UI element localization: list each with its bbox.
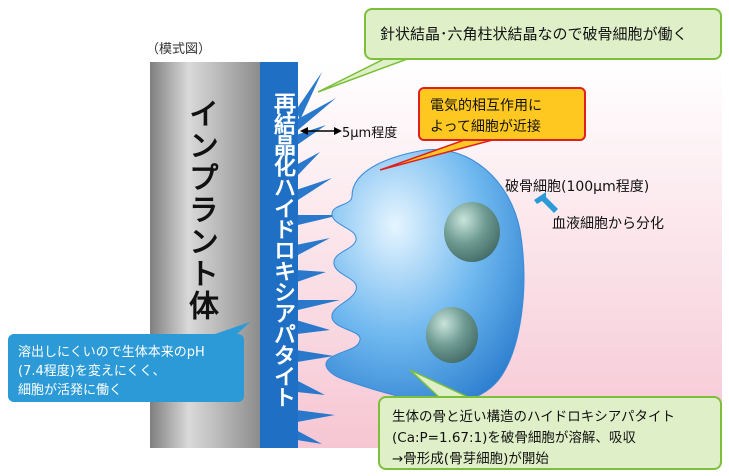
crystal-callout-text: 針状結晶･六角柱状結晶なので破骨細胞が働く [380,25,688,43]
structure-callout: 生体の骨と近い構造のハイドロキシアパタイト (Ca:P=1.67:1)を破骨細胞… [378,396,722,470]
ph-callout-line1: 溶出しにくいので生体本来のpH [18,345,205,360]
ph-callout-line3: 細胞が活発に働く [18,383,123,398]
crystal-callout: 針状結晶･六角柱状結晶なので破骨細胞が働く [364,8,722,60]
nucleus-upper [444,202,500,262]
diagram-caption: （模式図） [146,42,212,57]
differentiation-arrow [534,192,558,213]
structure-callout-line3: →骨形成(骨芽細胞)が開始 [392,451,549,467]
structure-callout-line2: (Ca:P=1.67:1)を破骨細胞が溶解、吸収 [392,430,636,446]
thickness-label: 5μm程度 [342,126,398,141]
coating-label: 再結晶化ハイドロキシアパタイト [270,92,295,407]
osteoclast-label: 破骨細胞(100μm程度) [505,179,650,195]
nucleus-lower [426,307,478,363]
electric-callout-line2: よって細胞が近接 [430,119,541,135]
osteoclast-cell [325,149,525,404]
electric-callout: 電気的相互作用に よって細胞が近接 [418,87,586,141]
thickness-arrow [300,127,342,135]
implant-label: インプラント体 [183,98,218,322]
ph-callout-pointer [212,322,250,335]
coating-layer [260,62,298,448]
ph-callout-line2: (7.4程度)を変えにくく、 [18,364,166,379]
differentiation-label: 血液細胞から分化 [552,216,664,232]
structure-callout-line1: 生体の骨と近い構造のハイドロキシアパタイト [392,409,675,425]
needle-crystals [296,72,340,444]
ph-callout: 溶出しにくいので生体本来のpH (7.4程度)を変えにくく、 細胞が活発に働く [8,334,244,402]
electric-callout-line1: 電気的相互作用に [430,98,542,114]
